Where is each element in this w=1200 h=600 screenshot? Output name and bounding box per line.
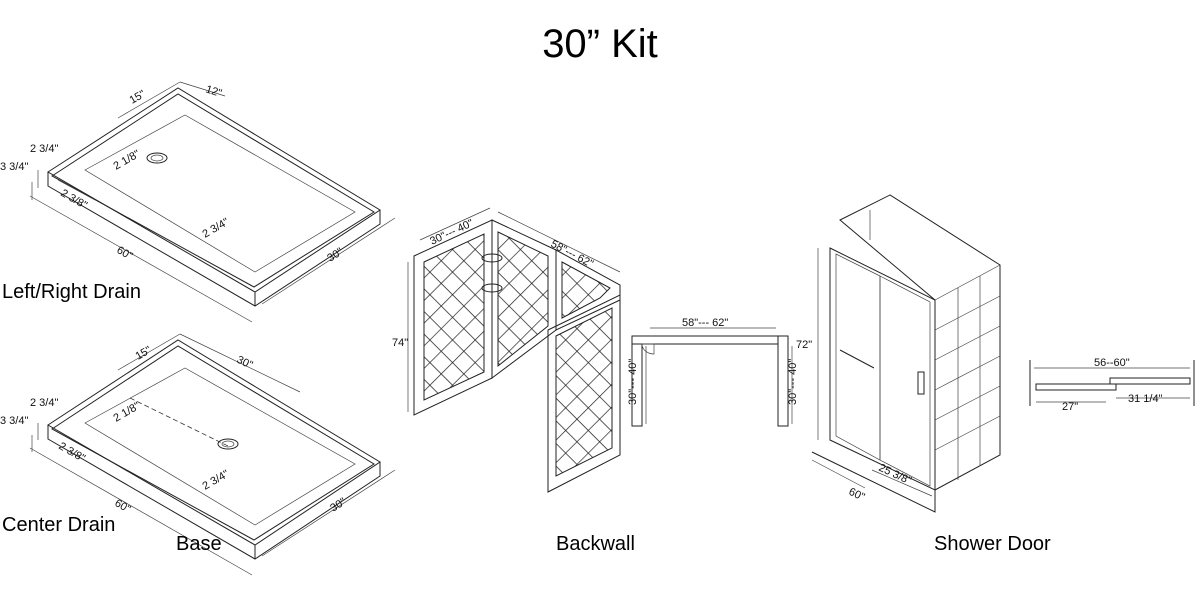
dim-plan-width: 58"--- 62" bbox=[682, 317, 728, 329]
dim-length-bottom: 60" bbox=[113, 497, 133, 516]
dim-plan-range: 56--60" bbox=[1094, 357, 1130, 369]
dim-plan-right: 30"--- 40" bbox=[787, 359, 799, 405]
dim-height-inner-bottom: 2 3/4" bbox=[30, 397, 58, 409]
base-top-drawing bbox=[29, 81, 396, 323]
page-title: 30” Kit bbox=[542, 22, 658, 66]
backwall-label: Backwall bbox=[556, 533, 635, 555]
base-bottom-drawing bbox=[29, 333, 396, 576]
dim-lip-back-bottom: 2 1/8" bbox=[112, 400, 143, 425]
dim-door-height: 72" bbox=[796, 339, 812, 351]
dim-plan-fixed: 27" bbox=[1062, 401, 1078, 413]
dim-plan-slide: 31 1/4" bbox=[1128, 393, 1163, 405]
door-plan bbox=[1029, 360, 1195, 406]
dim-left-offset-top: 15" bbox=[128, 88, 148, 107]
dim-lip-front-bottom: 2 3/4" bbox=[201, 468, 232, 493]
shower-door-label: Shower Door bbox=[934, 533, 1051, 555]
dim-height-outer-top: 3 3/4" bbox=[0, 161, 28, 173]
dim-door-width: 60" bbox=[847, 486, 867, 504]
backwall-plan bbox=[631, 327, 793, 427]
left-right-drain-label: Left/Right Drain bbox=[2, 281, 141, 303]
dim-backwall-height: 74" bbox=[392, 337, 408, 349]
dim-lip-side-top: 2 3/8" bbox=[59, 187, 90, 212]
dim-plan-left: 30"--- 40" bbox=[627, 359, 639, 405]
dim-length-top: 60" bbox=[115, 244, 135, 263]
dim-lip-front-top: 2 3/4" bbox=[201, 216, 232, 241]
dim-left-offset-bottom: 15" bbox=[134, 344, 154, 363]
backwall-drawing bbox=[407, 207, 621, 493]
dim-height-outer-bottom: 3 3/4" bbox=[0, 415, 28, 427]
center-drain-label: Center Drain bbox=[2, 514, 116, 536]
dim-right-offset-top: 12" bbox=[204, 83, 223, 99]
dim-height-inner-top: 2 3/4" bbox=[30, 143, 58, 155]
dim-lip-back-top: 2 1/8" bbox=[112, 148, 143, 173]
shower-door-drawing bbox=[811, 194, 1001, 513]
base-label: Base bbox=[176, 533, 222, 555]
dim-door-panel: 25 3/8" bbox=[877, 462, 913, 487]
dim-lip-side-bottom: 2 3/8" bbox=[57, 440, 88, 465]
